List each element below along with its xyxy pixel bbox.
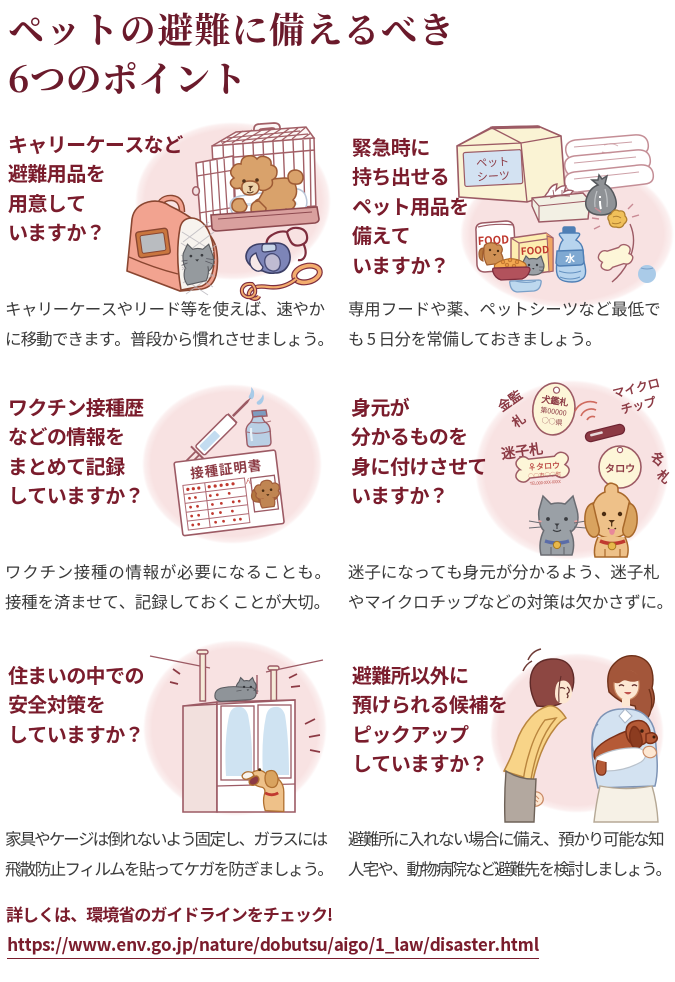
svg-text:FOOD: FOOD: [520, 241, 549, 258]
svg-text:○○市○○町: ○○市○○町: [528, 470, 562, 480]
svg-text:○○県: ○○県: [541, 415, 563, 428]
svg-text:札: 札: [507, 408, 529, 432]
svg-text:水: 水: [565, 250, 576, 265]
svg-text:シーツ: シーツ: [477, 167, 511, 185]
svg-text:犬鑑札: 犬鑑札: [540, 392, 570, 409]
svg-text:第00000: 第00000: [540, 405, 568, 419]
svg-text:金監: 金監: [493, 385, 525, 415]
svg-text:TEL000-XXX-XXXX: TEL000-XXX-XXXX: [530, 479, 562, 487]
svg-text:♀タロウ: ♀タロウ: [528, 460, 561, 473]
svg-text:タロウ: タロウ: [605, 460, 635, 475]
svg-text:ペット: ペット: [476, 153, 510, 171]
